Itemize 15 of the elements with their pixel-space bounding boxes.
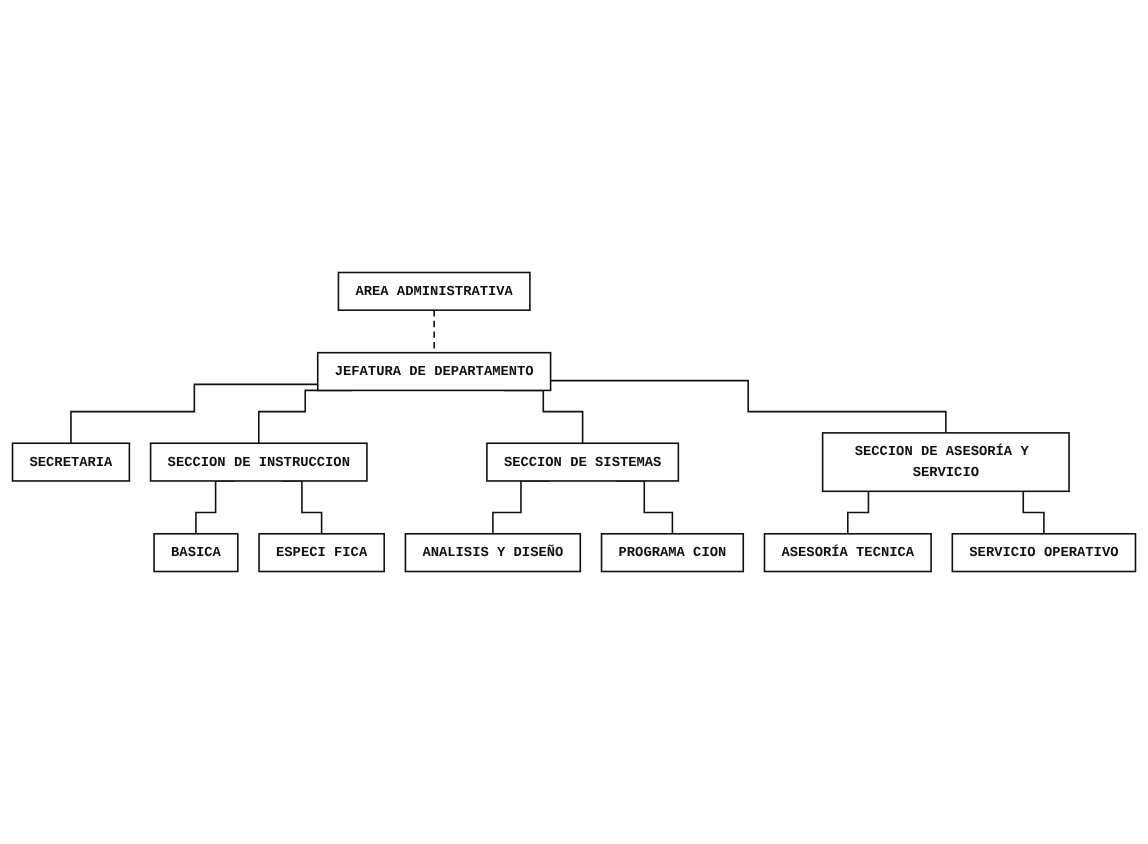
connector (549, 379, 947, 434)
node-box (951, 533, 1137, 573)
node-box (486, 442, 680, 482)
node-box (11, 442, 131, 482)
connector (70, 383, 319, 445)
node-box (821, 432, 1070, 493)
node-box (149, 442, 368, 482)
node-box (337, 271, 531, 311)
node-box (153, 533, 239, 573)
node-box (404, 533, 582, 573)
node-box (763, 533, 932, 573)
node-box (316, 351, 552, 392)
connector (433, 309, 435, 354)
node-box (600, 533, 745, 573)
node-box (258, 533, 385, 573)
